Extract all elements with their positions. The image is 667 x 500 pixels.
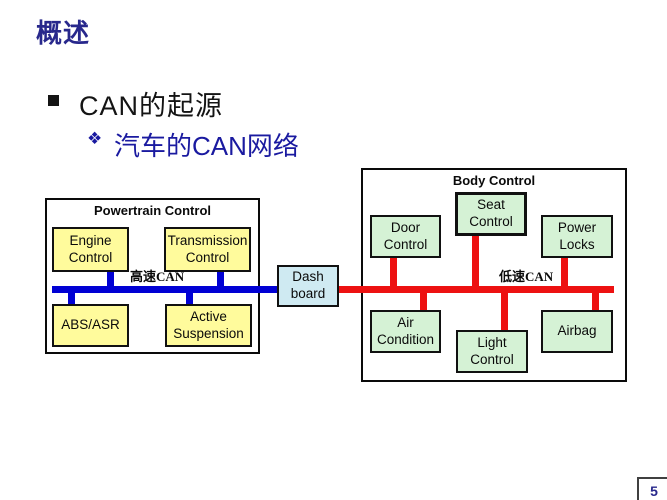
bus-stub-airbag [592, 292, 599, 312]
bullet-level1-text: CAN的起源 [79, 91, 224, 121]
bus-stub-transmission [217, 271, 224, 287]
bus-stub-door [390, 257, 397, 287]
low-speed-can-bus-line [338, 286, 614, 293]
node-abs-asr: ABS/ASR [52, 304, 129, 347]
low-speed-can-label: 低速CAN [499, 269, 554, 284]
bus-stub-seat [472, 234, 479, 287]
bus-stub-air-condition [420, 292, 427, 312]
node-seat-control: Seat Control [455, 192, 527, 236]
bullet-level2-text: 汽车的CAN网络 [114, 131, 299, 161]
bus-stub-abs [68, 292, 75, 306]
node-power-locks: Power Locks [541, 215, 613, 258]
node-dashboard-gateway: Dash board [277, 265, 339, 307]
page-title: 概述 [36, 18, 91, 48]
page-number-badge: 5 [637, 477, 667, 500]
body-cluster-title: Body Control [452, 173, 536, 188]
bus-stub-engine [107, 271, 114, 287]
node-door-control: Door Control [370, 215, 441, 258]
node-air-condition: Air Condition [370, 310, 441, 353]
diamond-bullet-icon: ❖ [87, 129, 103, 149]
node-active-suspension: Active Suspension [165, 304, 252, 347]
powertrain-cluster-title: Powertrain Control [93, 203, 211, 218]
node-airbag: Airbag [541, 310, 613, 353]
high-speed-can-label: 高速CAN [130, 269, 185, 284]
node-light-control: Light Control [456, 330, 528, 373]
bus-stub-light [501, 292, 508, 333]
high-speed-can-bus-line [52, 286, 277, 293]
bus-stub-active-suspension [186, 292, 193, 306]
bullet-square-icon [48, 95, 59, 106]
bus-stub-power-locks [561, 257, 568, 287]
node-engine-control: Engine Control [52, 227, 129, 272]
node-transmission-control: Transmission Control [164, 227, 251, 272]
